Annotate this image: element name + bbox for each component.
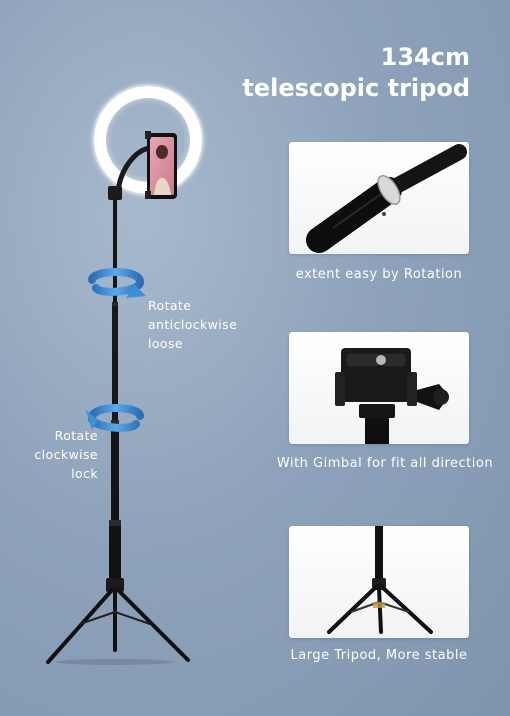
tripod-base-icon <box>327 526 433 634</box>
feature-caption-tripod: Large Tripod, More stable <box>290 648 468 663</box>
mount-head <box>108 186 122 200</box>
rotate-clockwise-arrow-icon <box>86 404 144 432</box>
tripod-base <box>46 578 190 665</box>
feature-panel-tripod <box>289 526 469 638</box>
lock-line-2: clockwise <box>34 447 98 462</box>
loosen-line-3: loose <box>148 336 183 351</box>
headline-height: 134cm <box>380 43 470 71</box>
lock-line-1: Rotate <box>54 428 98 443</box>
loosen-line-1: Rotate <box>148 298 192 313</box>
feature-caption-pole: extent easy by Rotation <box>295 267 463 282</box>
loosen-line-2: anticlockwise <box>148 317 238 332</box>
feature-caption-gimbal: With Gimbal for fit all direction <box>276 456 494 471</box>
lock-line-3: lock <box>71 466 98 481</box>
telescopic-pole-icon <box>306 144 467 253</box>
gimbal-mount-icon <box>335 348 449 444</box>
feature-panel-pole <box>289 142 469 254</box>
loosen-instruction: Rotate anticlockwise loose <box>148 296 237 353</box>
headline: 134cm telescopic tripod <box>170 42 470 104</box>
headline-product: telescopic tripod <box>242 74 470 102</box>
rotate-anticlockwise-arrow-icon <box>88 268 146 298</box>
feature-panel-gimbal <box>289 332 469 444</box>
lock-instruction: Rotate clockwise lock <box>20 426 98 483</box>
telescopic-pole <box>109 198 121 581</box>
